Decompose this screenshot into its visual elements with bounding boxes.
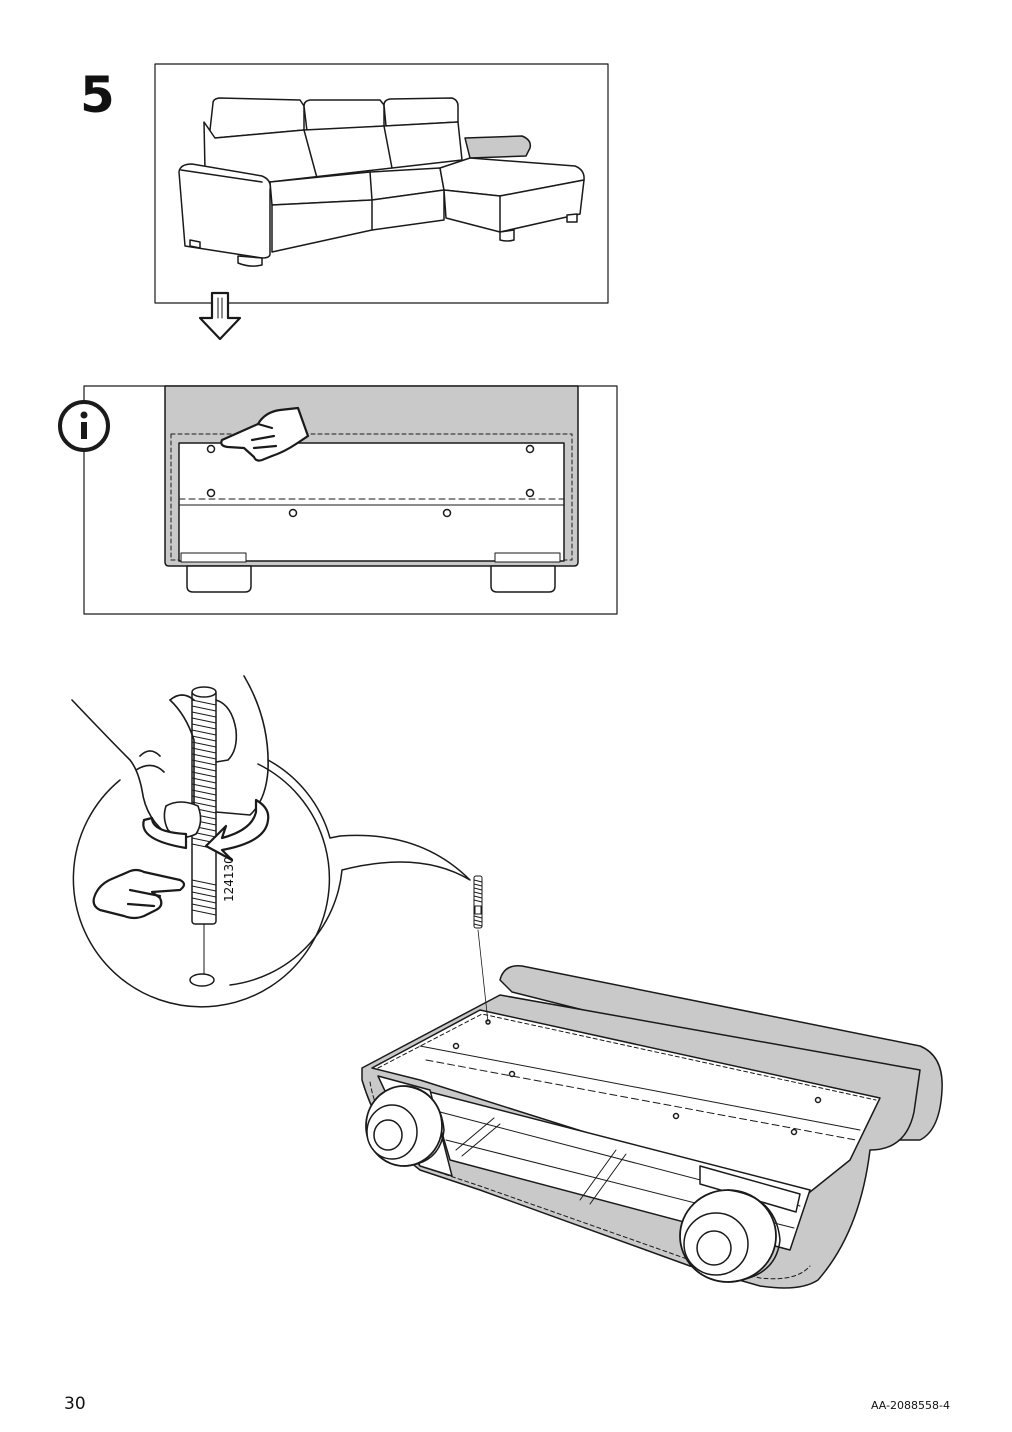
page-number: 30 (64, 1394, 86, 1414)
rotate-arrow-icon (142, 816, 188, 850)
threaded-rod (191, 686, 217, 976)
detail-magnifier (71, 675, 471, 1008)
sofa-illustration (178, 97, 585, 267)
screw-illustration (473, 875, 489, 1023)
sofa-foot (365, 1085, 445, 1167)
part-number-label: 124130 (222, 856, 236, 902)
sofa-foot (679, 1189, 781, 1283)
step-number: 5 (80, 66, 115, 124)
info-icon (58, 400, 110, 452)
pointing-hand-icon (220, 406, 310, 462)
sofa-overview-panel (154, 63, 609, 341)
sofa-base-underside (361, 875, 943, 1289)
pointing-hand-icon (92, 868, 186, 920)
document-code: AA-2088558-4 (870, 1399, 950, 1412)
down-arrow-icon (198, 291, 242, 341)
hand-illustration (71, 675, 269, 839)
info-detail-panel (83, 385, 618, 615)
